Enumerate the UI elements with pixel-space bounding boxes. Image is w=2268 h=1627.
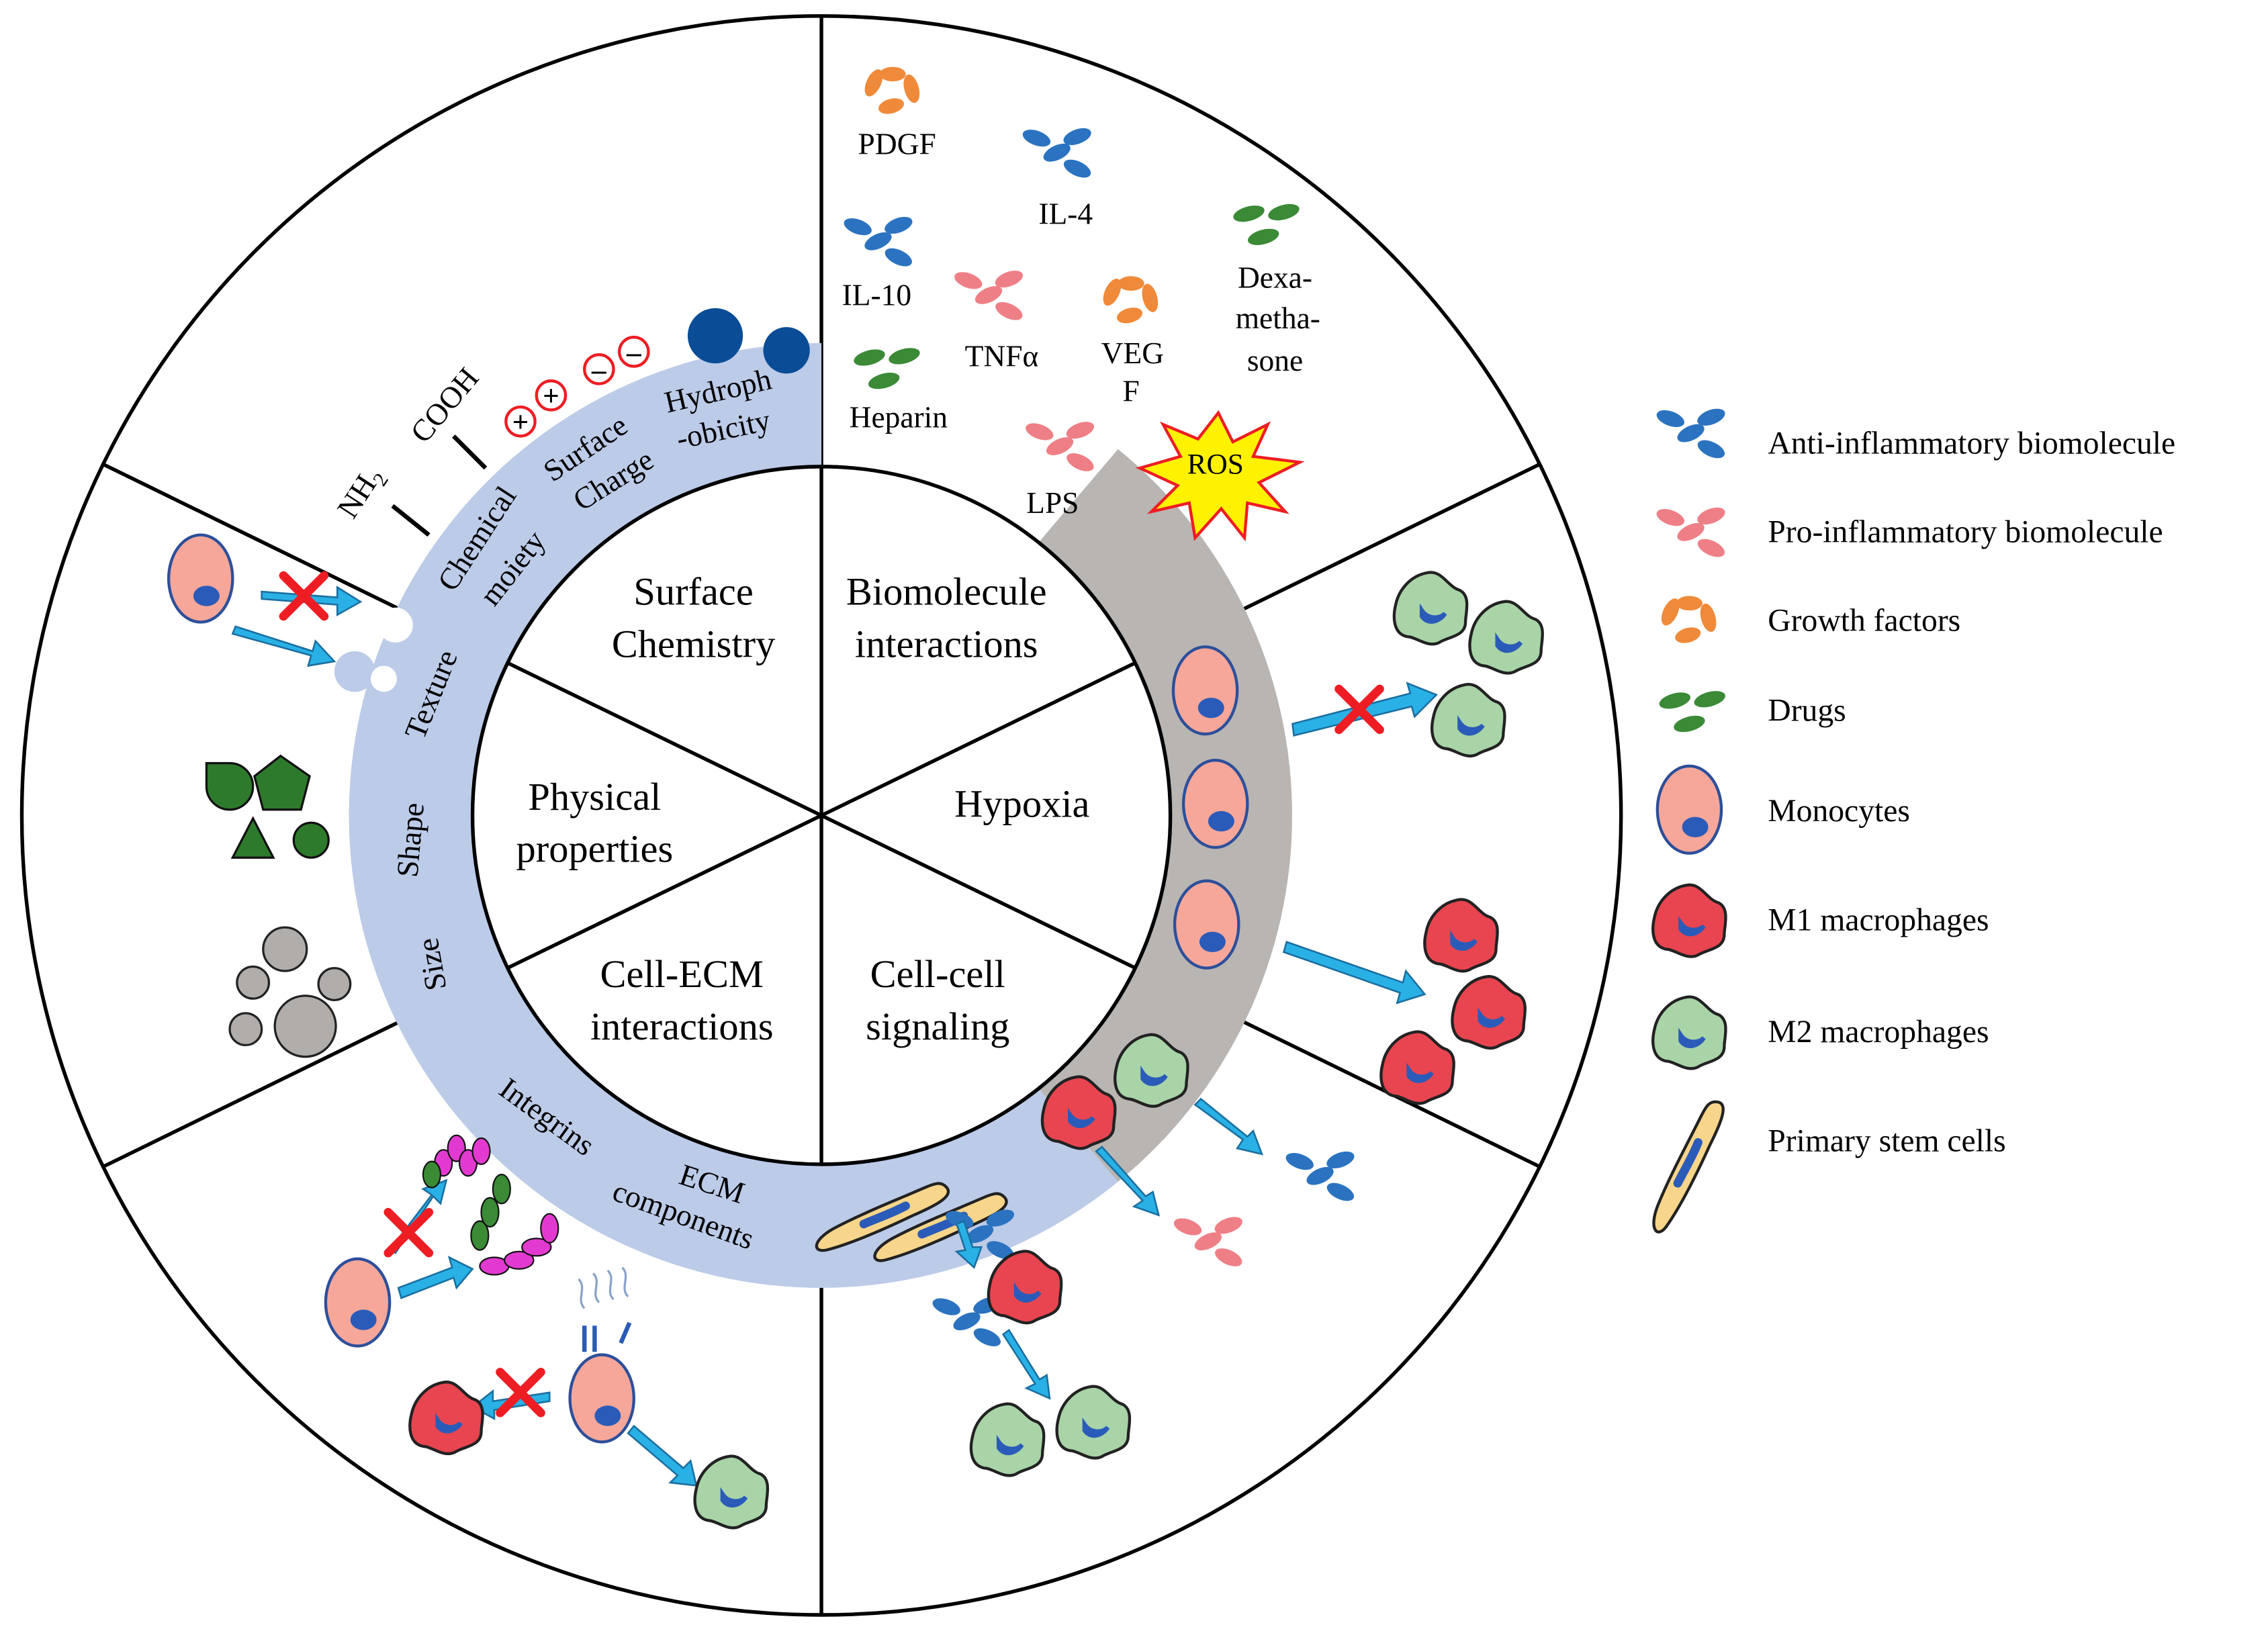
drug-icon (1657, 688, 1727, 735)
label-heparin: Heparin (850, 400, 948, 434)
sector-cell-cell-line1: Cell-cell (870, 952, 1005, 996)
ring-label-shape: Shape (390, 801, 430, 878)
cell-cell-contents (814, 1035, 1357, 1476)
texture-bumps (334, 607, 413, 692)
pro-inflammatory-icon (1654, 504, 1728, 561)
legend-label-m2: M2 macrophages (1768, 1015, 1989, 1050)
label-dexa1: Dexa- (1238, 261, 1312, 295)
m2-macrophage-icon (1653, 997, 1725, 1069)
legend-label-growth: Growth factors (1768, 603, 1960, 638)
ros-burst: ROS (1135, 410, 1305, 542)
sector-biomolecule-line2: interactions (855, 622, 1038, 665)
texture-monocyte-group (169, 535, 363, 667)
sector-hypoxia: Hypoxia (954, 782, 1089, 826)
size-particles (228, 926, 352, 1058)
label-il4: IL-4 (1038, 196, 1093, 230)
surface-charge-symbols: + + – – (504, 336, 650, 438)
sector-physical-line2: properties (516, 827, 674, 871)
legend-label-m1: M1 macrophages (1768, 902, 1989, 937)
label-dexa2: metha- (1236, 301, 1320, 335)
sector-physical-line1: Physical (528, 775, 661, 819)
sector-cell-ecm-line2: interactions (590, 1005, 774, 1048)
cell-ecm-contents (326, 1134, 768, 1528)
m1-macrophage-icon (1653, 885, 1725, 957)
hypoxia-cells (1173, 572, 1543, 1103)
legend-label-monocytes: Monocytes (1768, 794, 1910, 829)
material-ring-blue (349, 342, 1118, 1288)
monocyte-icon (1658, 766, 1721, 853)
label-veg-f: F (1123, 373, 1140, 408)
legend-label-anti: Anti-inflammatory biomolecule (1768, 426, 2175, 461)
label-veg: VEG (1101, 336, 1164, 370)
sector-surface-chemistry-line1: Surface (633, 570, 753, 614)
legend-label-stem: Primary stem cells (1768, 1123, 2005, 1158)
svg-text:+: + (512, 406, 529, 438)
sector-cell-ecm-line1: Cell-ECM (600, 952, 764, 996)
svg-text:–: – (591, 354, 606, 386)
legend: Anti-inflammatory biomolecule Pro-inflam… (1653, 405, 2175, 1232)
label-tnf: TNFα (965, 339, 1039, 373)
shape-particles (205, 754, 330, 859)
svg-text:+: + (543, 380, 559, 412)
label-dexa3: sone (1247, 343, 1303, 377)
legend-label-drugs: Drugs (1768, 694, 1846, 729)
anti-inflammatory-icon (1654, 405, 1728, 462)
inner-divider-lines (506, 466, 1136, 1164)
sector-biomolecule-line1: Biomolecule (846, 570, 1047, 614)
sector-cell-cell-line2: signaling (866, 1005, 1009, 1048)
growth-factor-icon (1658, 596, 1719, 646)
sector-surface-chemistry-line2: Chemistry (612, 622, 775, 665)
legend-label-pro: Pro-inflammatory biomolecule (1768, 514, 2163, 549)
hydrophobic-spheres (687, 308, 810, 374)
svg-text:–: – (626, 336, 641, 369)
label-pdgf: PDGF (858, 126, 936, 160)
label-ros: ROS (1187, 449, 1244, 481)
label-lps: LPS (1026, 485, 1079, 520)
stem-cell-icon (1653, 1102, 1723, 1232)
label-il10: IL-10 (842, 278, 911, 312)
